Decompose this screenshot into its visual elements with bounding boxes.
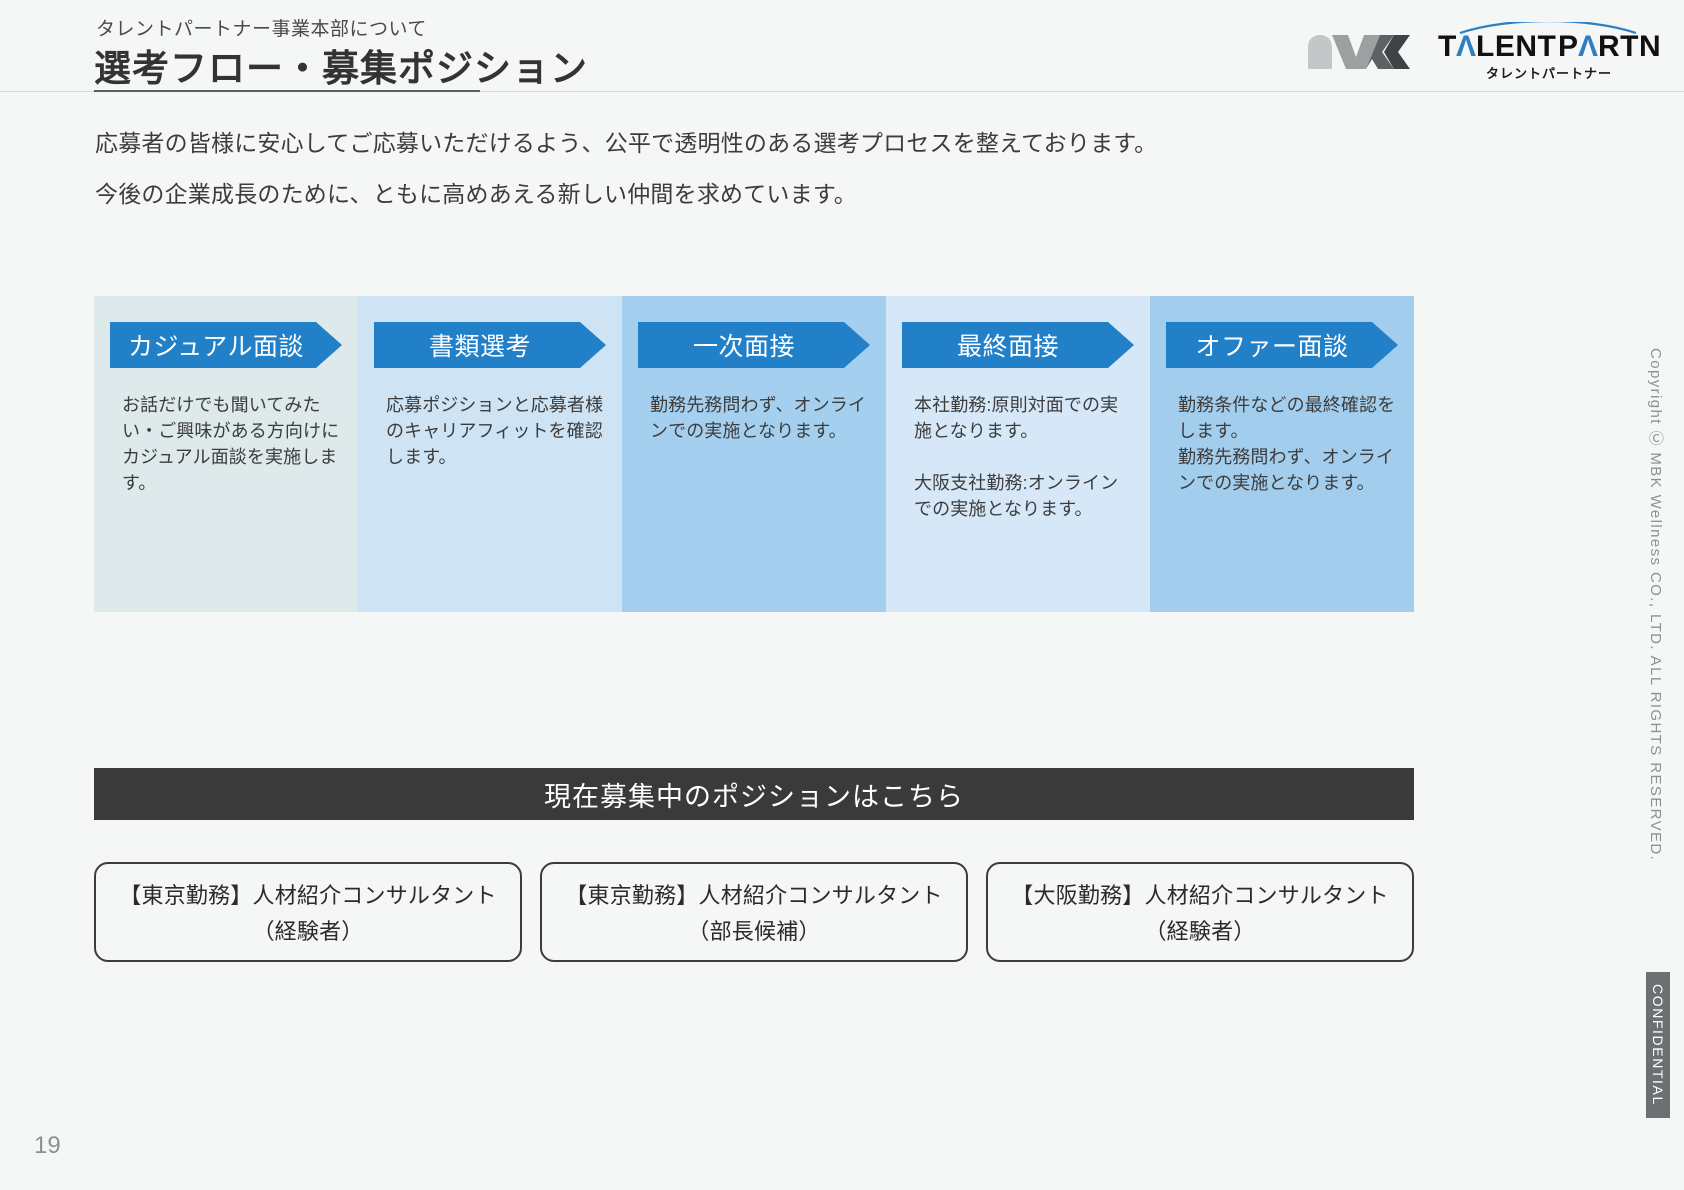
slide-header: タレントパートナー事業本部について 選考フロー・募集ポジション T Λ LENT… xyxy=(0,0,1684,100)
position-button-2-line2: （部長候補） xyxy=(687,919,821,944)
header-eyebrow: タレントパートナー事業本部について xyxy=(96,19,427,40)
position-button-3-line1: 【大阪勤務】人材紹介コンサルタント xyxy=(1011,883,1389,908)
flow-step-5-label: オファー面談 xyxy=(1195,333,1349,361)
page-number: 19 xyxy=(34,1132,61,1159)
flow-step-5-chevron: オファー面談 xyxy=(1166,322,1398,368)
flow-step-2-label: 書類選考 xyxy=(428,333,531,361)
flow-step-1: カジュアル面談 お話だけでも聞いてみたい・ご興味がある方向けにカジュアル面談を実… xyxy=(94,296,358,612)
position-button-2-line1: 【東京勤務】人材紹介コンサルタント xyxy=(565,883,943,908)
position-button-row: 【東京勤務】人材紹介コンサルタント （経験者） 【東京勤務】人材紹介コンサルタン… xyxy=(94,862,1414,962)
flow-step-4: 最終面接 本社勤務:原則対面での実施となります。 大阪支社勤務:オンラインでの実… xyxy=(886,296,1150,612)
flow-step-1-label: カジュアル面談 xyxy=(127,333,304,361)
flow-step-3-label: 一次面接 xyxy=(692,333,795,361)
flow-step-5: オファー面談 勤務条件などの最終確認をします。 勤務先務問わず、オンラインでの実… xyxy=(1150,296,1414,612)
open-positions-banner: 現在募集中のポジションはこちら xyxy=(94,768,1414,820)
talent-partner-logo-subtitle: タレントパートナー xyxy=(1485,66,1612,81)
logo-area: T Λ LENT P Λ RTNER タレントパートナー xyxy=(1308,22,1660,82)
mbk-logo-icon xyxy=(1308,35,1410,69)
open-positions-banner-label: 現在募集中のポジションはこちら xyxy=(544,781,964,812)
position-button-tokyo-experienced[interactable]: 【東京勤務】人材紹介コンサルタント （経験者） xyxy=(94,862,522,962)
position-button-osaka-experienced[interactable]: 【大阪勤務】人材紹介コンサルタント （経験者） xyxy=(986,862,1414,962)
flow-step-4-body: 本社勤務:原則対面での実施となります。 大阪支社勤務:オンラインでの実施となりま… xyxy=(914,395,1119,520)
flow-step-2: 書類選考 応募ポジションと応募者様のキャリアフィットを確認します。 xyxy=(358,296,622,612)
position-button-3-line2: （経験者） xyxy=(1144,919,1256,944)
svg-text:Λ: Λ xyxy=(1456,30,1476,62)
svg-text:P: P xyxy=(1558,30,1578,62)
position-button-1-line1: 【東京勤務】人材紹介コンサルタント xyxy=(119,883,497,908)
flow-step-1-chevron: カジュアル面談 xyxy=(110,322,342,368)
svg-text:T: T xyxy=(1438,30,1457,62)
selection-flow: カジュアル面談 お話だけでも聞いてみたい・ご興味がある方向けにカジュアル面談を実… xyxy=(94,296,1414,612)
intro-line-2: 今後の企業成長のために、ともに高めあえる新しい仲間を求めています。 xyxy=(95,181,857,207)
flow-step-3: 一次面接 勤務先務問わず、オンラインでの実施となります。 xyxy=(622,296,886,612)
flow-step-3-body: 勤務先務問わず、オンラインでの実施となります。 xyxy=(650,395,866,442)
talent-partner-wordmark-icon: T Λ LENT P Λ RTNER xyxy=(1438,22,1660,62)
flow-step-4-chevron: 最終面接 xyxy=(902,322,1134,368)
title-underline xyxy=(94,90,480,92)
position-button-1-line2: （経験者） xyxy=(252,919,364,944)
copyright-text: Copyright Ⓒ MBK Wellness CO., LTD. ALL R… xyxy=(1647,348,1664,862)
talent-partner-logo: T Λ LENT P Λ RTNER タレントパートナー xyxy=(1438,22,1660,82)
flow-step-2-chevron: 書類選考 xyxy=(374,322,606,368)
svg-text:Λ: Λ xyxy=(1578,30,1598,62)
flow-step-2-body: 応募ポジションと応募者様のキャリアフィットを確認します。 xyxy=(386,395,604,468)
svg-text:RTNER: RTNER xyxy=(1598,30,1660,62)
position-button-tokyo-manager[interactable]: 【東京勤務】人材紹介コンサルタント （部長候補） xyxy=(540,862,968,962)
flow-step-4-label: 最終面接 xyxy=(956,333,1059,361)
confidential-badge: CONFIDENTIAL xyxy=(1646,972,1670,1118)
svg-text:LENT: LENT xyxy=(1476,30,1556,62)
flow-step-1-body: お話だけでも聞いてみたい・ご興味がある方向けにカジュアル面談を実施します。 xyxy=(122,395,340,494)
header-divider xyxy=(0,91,1684,92)
page-title: 選考フロー・募集ポジション xyxy=(94,48,588,89)
flow-step-5-body: 勤務条件などの最終確認をします。 勤務先務問わず、オンラインでの実施となります。 xyxy=(1178,395,1396,494)
intro-line-1: 応募者の皆様に安心してご応募いただけるよう、公平で透明性のある選考プロセスを整え… xyxy=(95,130,1158,156)
flow-step-3-chevron: 一次面接 xyxy=(638,322,870,368)
intro-paragraphs: 応募者の皆様に安心してご応募いただけるよう、公平で透明性のある選考プロセスを整え… xyxy=(95,132,1395,234)
